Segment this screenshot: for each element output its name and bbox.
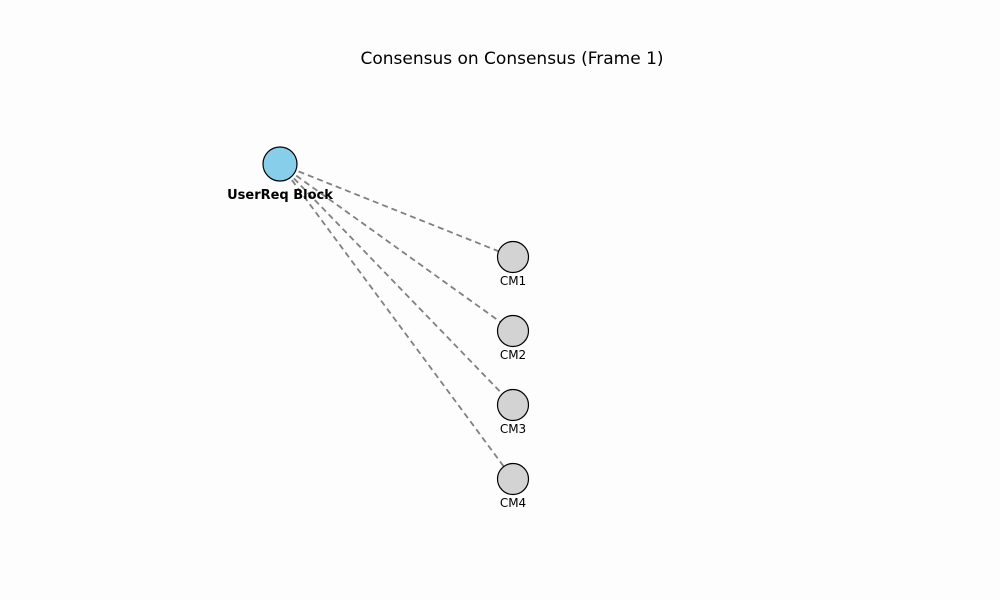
cm4-label: CM4 — [500, 496, 526, 510]
userreq-block-label: UserReq Block — [227, 188, 333, 203]
cm2-circle — [496, 314, 530, 348]
cm1-circle — [496, 240, 530, 274]
cm3-label: CM3 — [500, 422, 526, 436]
edge-userreq-cm1 — [279, 163, 514, 258]
edges-group — [279, 163, 514, 480]
cm-nodes-group: CM1 CM2 CM3 CM4 — [496, 240, 530, 510]
cm4-circle — [496, 462, 530, 496]
diagram-title: Consensus on Consensus (Frame 1) — [360, 49, 663, 69]
userreq-block-circle — [262, 146, 298, 182]
cm3-circle — [496, 388, 530, 422]
edge-userreq-cm3 — [279, 163, 514, 406]
userreq-block-node: UserReq Block — [227, 146, 333, 203]
cm1-node: CM1 — [496, 240, 530, 288]
cm2-label: CM2 — [500, 348, 526, 362]
cm2-node: CM2 — [496, 314, 530, 362]
cm4-node: CM4 — [496, 462, 530, 510]
cm1-label: CM1 — [500, 274, 526, 288]
edge-userreq-cm2 — [279, 163, 514, 332]
edge-userreq-cm4 — [279, 163, 514, 480]
cm3-node: CM3 — [496, 388, 530, 436]
